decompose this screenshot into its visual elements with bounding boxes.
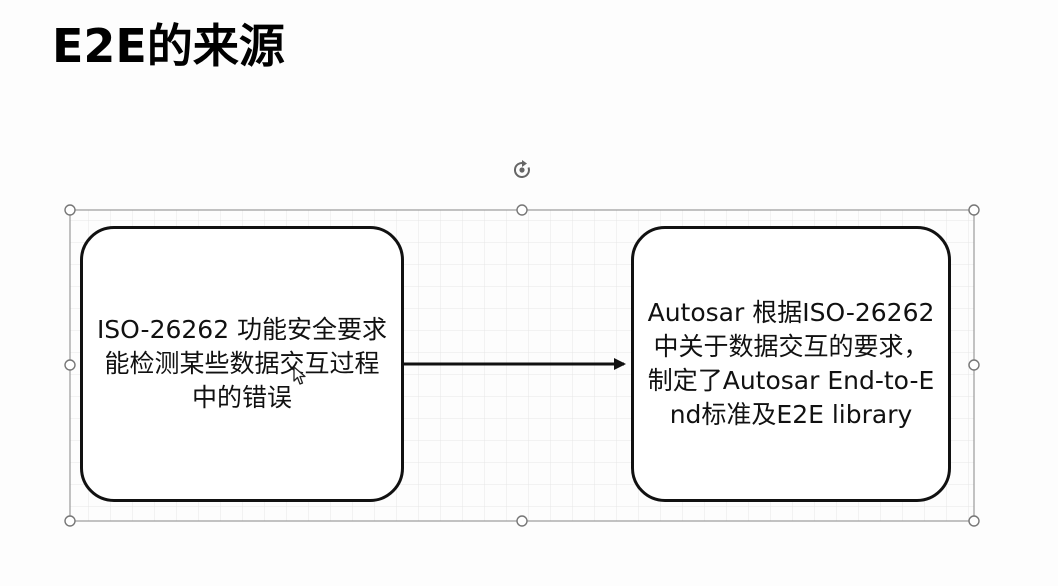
selection-handle-bottom-left[interactable] xyxy=(64,515,76,527)
node-autosar[interactable]: Autosar 根据ISO-26262中关于数据交互的要求，制定了Autosar… xyxy=(631,226,951,502)
slide-title: E2E的来源 xyxy=(52,19,285,73)
selection-handle-middle-right[interactable] xyxy=(968,359,980,371)
mouse-cursor-icon xyxy=(293,366,306,385)
node-autosar-text: Autosar 根据ISO-26262中关于数据交互的要求，制定了Autosar… xyxy=(647,298,935,429)
selection-handle-top-right[interactable] xyxy=(968,204,980,216)
selection-handle-bottom-right[interactable] xyxy=(968,515,980,527)
node-iso-26262-text: ISO-26262 功能安全要求能检测某些数据交互过程中的错误 xyxy=(96,315,388,412)
selection-handle-bottom-center[interactable] xyxy=(516,515,528,527)
selection-handle-middle-left[interactable] xyxy=(64,359,76,371)
selection-handle-top-center[interactable] xyxy=(516,204,528,216)
node-iso-26262[interactable]: ISO-26262 功能安全要求能检测某些数据交互过程中的错误 xyxy=(80,226,404,502)
rotate-icon[interactable] xyxy=(513,160,530,178)
selection-handle-top-left[interactable] xyxy=(64,204,76,216)
